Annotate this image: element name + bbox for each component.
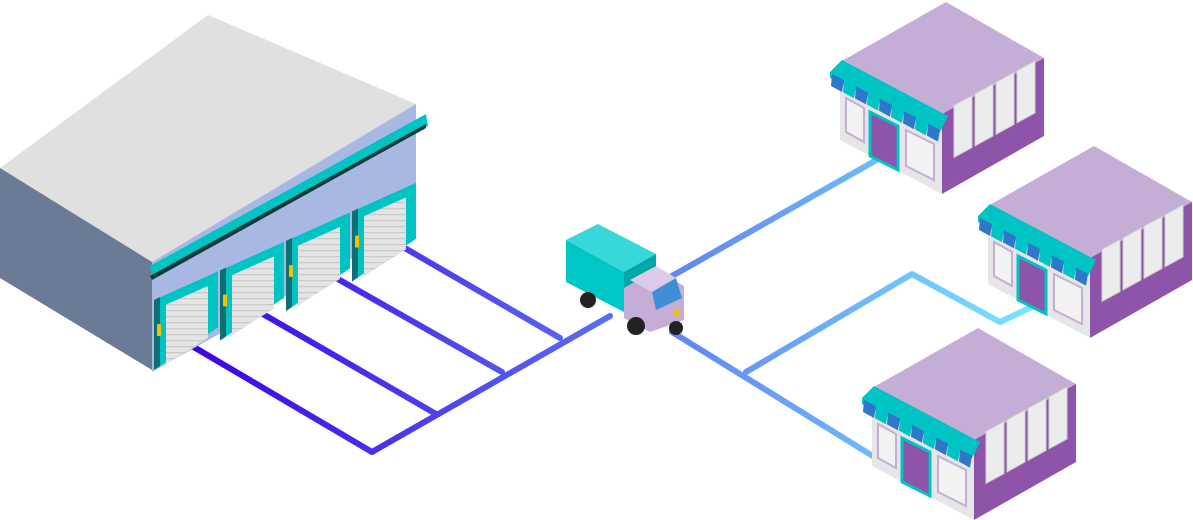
awning-stripe <box>891 105 904 123</box>
warehouse-canopy <box>150 114 428 278</box>
loading-dock <box>286 212 350 311</box>
store-door <box>900 435 932 499</box>
truck-cab-top <box>630 266 676 292</box>
storefront-icon <box>830 2 1044 194</box>
loading-dock <box>154 271 218 370</box>
awning-stripe <box>1015 236 1028 255</box>
route-line <box>669 329 879 461</box>
truck-window <box>652 278 682 310</box>
truck-wheel <box>669 321 683 335</box>
store-window-panel <box>1122 227 1142 291</box>
store-front-window <box>937 454 967 508</box>
store-front-window <box>1053 272 1083 326</box>
dock-light <box>355 235 359 248</box>
awning-stripe <box>979 218 992 236</box>
route-line <box>743 271 1037 375</box>
awning-stripe <box>915 117 928 136</box>
route-line <box>669 155 883 279</box>
route-line <box>253 307 439 417</box>
dock-light <box>289 265 293 277</box>
store-front-window <box>877 422 897 470</box>
store-window-panel <box>1048 386 1068 450</box>
awning-stripe <box>1051 255 1064 274</box>
awning-stripe <box>911 424 924 443</box>
awning-stripe <box>899 418 912 437</box>
awning-base <box>862 386 980 458</box>
store-window-panel <box>953 94 973 159</box>
loading-dock <box>220 241 284 341</box>
awning-base <box>978 204 1096 276</box>
awning-stripe <box>855 86 868 105</box>
awning-stripe <box>903 111 916 130</box>
awning-stripe <box>831 74 844 92</box>
warehouse-canopy-edge <box>150 124 426 280</box>
store-front-window <box>905 128 935 182</box>
awning-stripe <box>1003 230 1016 249</box>
store-windows <box>953 60 1036 159</box>
store-window-panel <box>1006 409 1026 473</box>
store-window-panel <box>1027 397 1047 462</box>
awning <box>978 204 1096 286</box>
storefront-icon <box>862 328 1076 520</box>
route-line <box>319 267 505 375</box>
route-line <box>189 313 613 455</box>
dock-door <box>232 256 274 336</box>
storefront-icon <box>978 146 1192 338</box>
awning <box>830 60 948 142</box>
truck-cargo-side <box>566 240 624 312</box>
truck-cargo-top <box>566 224 656 272</box>
store-window-panel <box>1016 60 1036 124</box>
awning-stripe <box>843 80 856 99</box>
loading-docks <box>154 182 416 370</box>
awning-stripe <box>923 431 936 449</box>
store-door <box>1016 253 1048 317</box>
store-window-panel <box>995 71 1015 136</box>
awning-stripe <box>959 449 972 468</box>
store-front-window <box>845 96 865 144</box>
store-window-panel <box>985 420 1005 485</box>
inbound-routes <box>189 233 613 455</box>
store-windows <box>1101 204 1184 303</box>
awning-stripe <box>863 400 876 418</box>
awning <box>862 386 980 468</box>
awning-stripe <box>879 98 892 117</box>
dock-door <box>166 285 208 365</box>
outbound-routes <box>669 155 1037 461</box>
warehouse-roof <box>0 15 416 262</box>
awning-stripe <box>1039 249 1052 267</box>
route-line <box>381 233 563 341</box>
awning-stripe <box>991 224 1004 243</box>
store-window-panel <box>1101 238 1121 303</box>
warehouse-side <box>0 168 152 370</box>
store-front-window <box>993 240 1013 288</box>
store-windows <box>985 386 1068 485</box>
awning-stripe <box>935 437 948 456</box>
awning-stripe <box>887 412 900 431</box>
truck-wheel <box>627 317 645 335</box>
store-window-panel <box>1143 215 1163 280</box>
warehouse-icon <box>0 15 428 372</box>
awning-stripe <box>1063 261 1076 280</box>
store-window-panel <box>1164 204 1184 268</box>
store-door <box>868 109 900 173</box>
awning-stripe <box>867 92 880 111</box>
awning-base <box>830 60 948 132</box>
dock-door <box>364 197 406 277</box>
truck-icon <box>566 224 684 335</box>
truck-headlight <box>674 310 680 316</box>
awning-stripe <box>1027 242 1040 261</box>
dock-light <box>157 324 161 336</box>
awning-stripe <box>947 443 960 462</box>
dock-door <box>298 226 340 306</box>
stores <box>830 2 1192 520</box>
awning-stripe <box>1075 267 1088 286</box>
store-window-panel <box>974 83 994 147</box>
truck-wheel <box>580 292 596 308</box>
awning-stripe <box>927 123 940 142</box>
awning-stripe <box>875 406 888 425</box>
dock-light <box>223 294 227 307</box>
loading-dock <box>352 182 416 282</box>
